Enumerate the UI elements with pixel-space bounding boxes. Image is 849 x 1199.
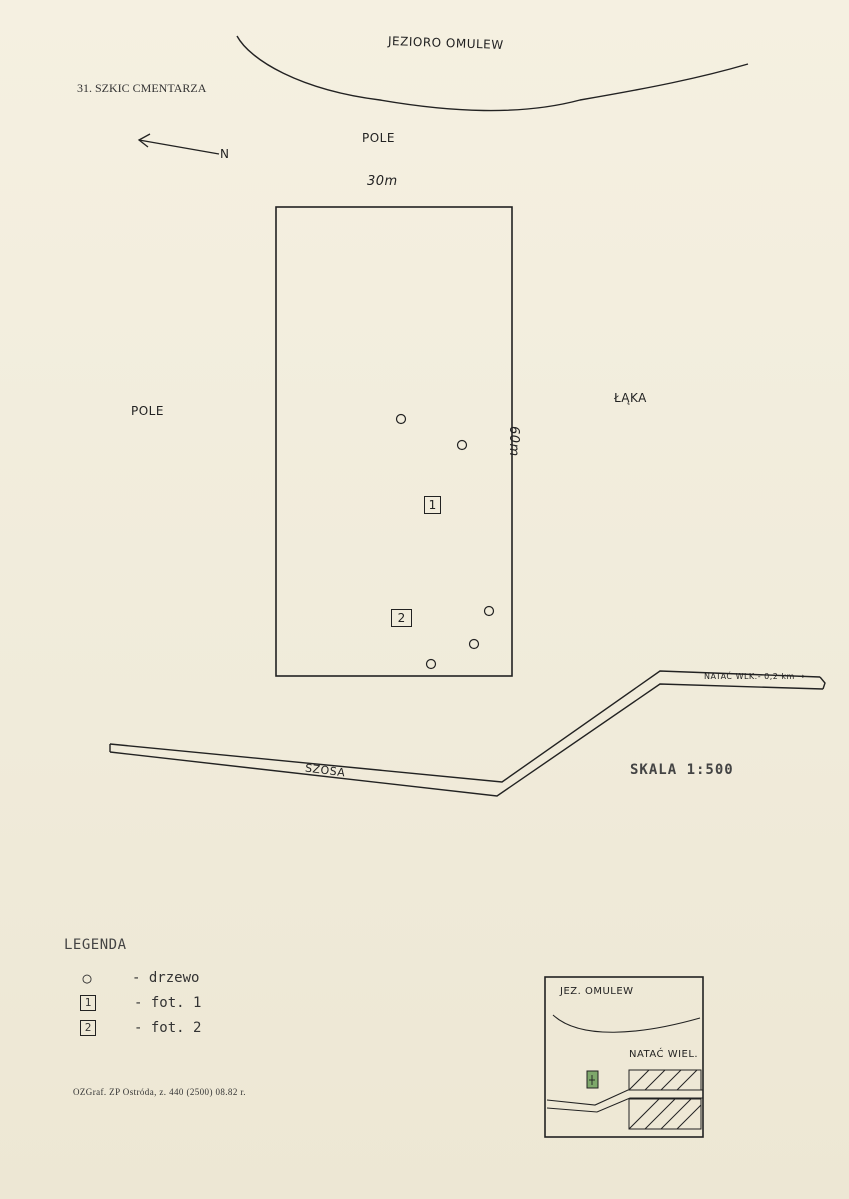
legend-item-tree: ○ - drzewo (80, 970, 199, 986)
tree-icon (425, 658, 437, 670)
legend-item-photo-2: 2 - fot. 2 (80, 1020, 201, 1036)
field-left-label: POLE (131, 404, 164, 418)
tree-icon (483, 605, 495, 617)
legend-text: - fot. 1 (134, 995, 202, 1011)
inset-map (544, 976, 704, 1138)
length-dimension-label: 60m (506, 426, 521, 457)
village-direction-label: NATAĆ WLK.- 0,2 km → (704, 672, 806, 681)
tree-icon (468, 638, 480, 650)
north-arrow-icon (137, 133, 220, 155)
legend-title: LEGENDA (64, 937, 127, 953)
north-label: N (220, 147, 230, 161)
inset-village-label: NATAĆ WIEL. (629, 1049, 699, 1060)
inset-lake-label: JEZ. OMULEW (560, 986, 634, 997)
photo-2-icon: 2 (80, 1020, 96, 1036)
tree-icon (456, 439, 468, 451)
tree-icon: ○ (82, 969, 92, 987)
road (109, 670, 826, 797)
cemetery-boundary (275, 206, 513, 677)
meadow-label: ŁĄKA (614, 391, 647, 405)
legend-text: - fot. 2 (134, 1020, 202, 1036)
scale-label: SKALA 1:500 (630, 762, 734, 778)
inset-cemetery-marker (586, 1070, 599, 1089)
legend-text: - drzewo (132, 970, 200, 986)
legend-item-photo-1: 1 - fot. 1 (80, 995, 201, 1011)
field-top-label: POLE (362, 131, 395, 145)
photo-mark-2: 2 (391, 609, 412, 627)
width-dimension-label: 30m (367, 174, 398, 189)
printer-imprint: OZGraf. ZP Ostróda, z. 440 (2500) 08.82 … (73, 1087, 246, 1097)
inset-village-block (628, 1069, 702, 1130)
sheet-title: 31. SZKIC CMENTARZA (77, 81, 207, 95)
photo-1-icon: 1 (80, 995, 96, 1011)
tree-icon (395, 413, 407, 425)
photo-mark-1: 1 (424, 496, 441, 514)
lake-shoreline (236, 35, 749, 112)
